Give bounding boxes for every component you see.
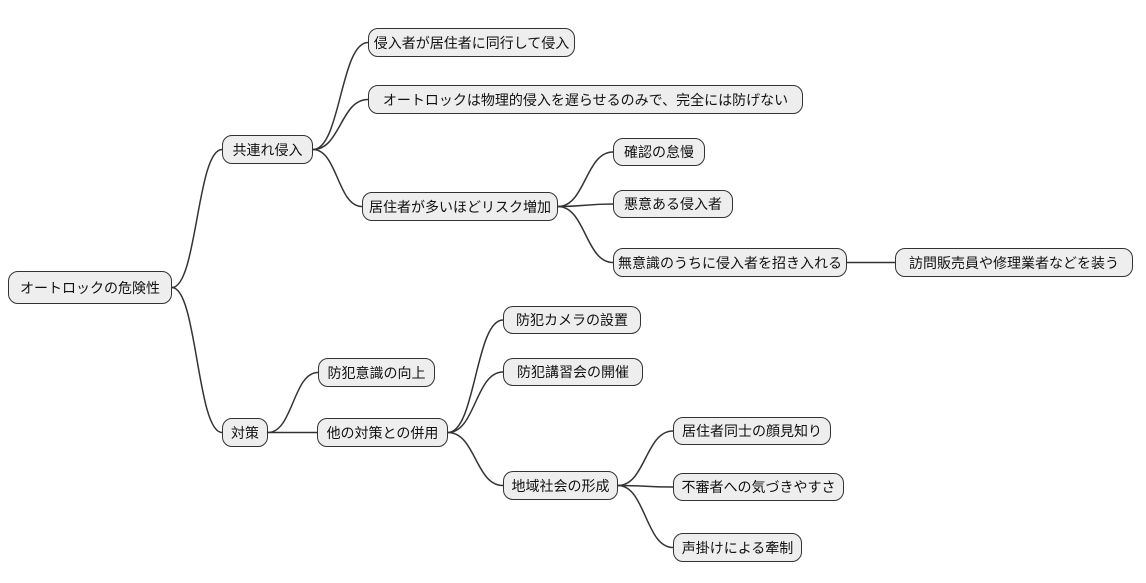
mindmap-node-malicious: 悪意ある侵入者 [613,190,733,218]
mindmap-edge-root-tailgate [171,148,223,289]
mindmap-node-familiar: 居住者同士の顔見知り [673,417,831,445]
mindmap-node-confirm: 確認の怠慢 [613,138,705,166]
mindmap-node-community: 地域社会の形成 [503,471,618,500]
mindmap-edge-combination-camera [447,319,504,434]
mindmap-edge-community-notice [617,484,674,488]
mindmap-node-combination: 他の対策との併用 [317,418,448,447]
mindmap-edge-residents-confirm [557,151,614,208]
mindmap-edge-tailgate-residents [312,148,363,208]
mindmap-edge-tailgate-physical [312,98,369,151]
mindmap-node-camera: 防犯カメラの設置 [503,306,641,334]
mindmap-node-disguise: 訪問販売員や修理業者などを装う [895,248,1133,277]
mindmap-node-notice: 不審者への気づきやすさ [673,473,844,501]
mindmap-edge-measures-awareness [267,371,319,434]
mindmap-node-unconscious: 無意識のうちに侵入者を招き入れる [613,248,847,277]
mindmap-node-seminar: 防犯講習会の開催 [503,358,643,386]
mindmap-edge-community-callout [617,484,674,549]
mindmap-edge-combination-community [447,431,504,487]
mindmap-edge-combination-seminar [447,371,504,434]
mindmap-node-measures: 対策 [222,418,268,447]
mindmap-edge-root-measures [171,286,223,434]
mindmap-edge-community-familiar [617,430,674,487]
mindmap-edge-tailgate-accompany [312,41,369,151]
mindmap-edge-residents-unconscious [557,205,614,264]
mindmap-node-residents: 居住者が多いほどリスク増加 [362,192,558,221]
mindmap-node-tailgate: 共連れ侵入 [222,135,313,164]
mindmap-node-awareness: 防犯意識の向上 [318,358,435,387]
mindmap-node-physical: オートロックは物理的侵入を遅らせるのみで、完全には防げない [368,85,803,114]
mindmap-node-callout: 声掛けによる牽制 [673,533,802,562]
mindmap-edge-residents-malicious [557,203,614,208]
mindmap-node-accompany: 侵入者が居住者に同行して侵入 [368,28,575,57]
mindmap-node-root: オートロックの危険性 [8,271,172,304]
